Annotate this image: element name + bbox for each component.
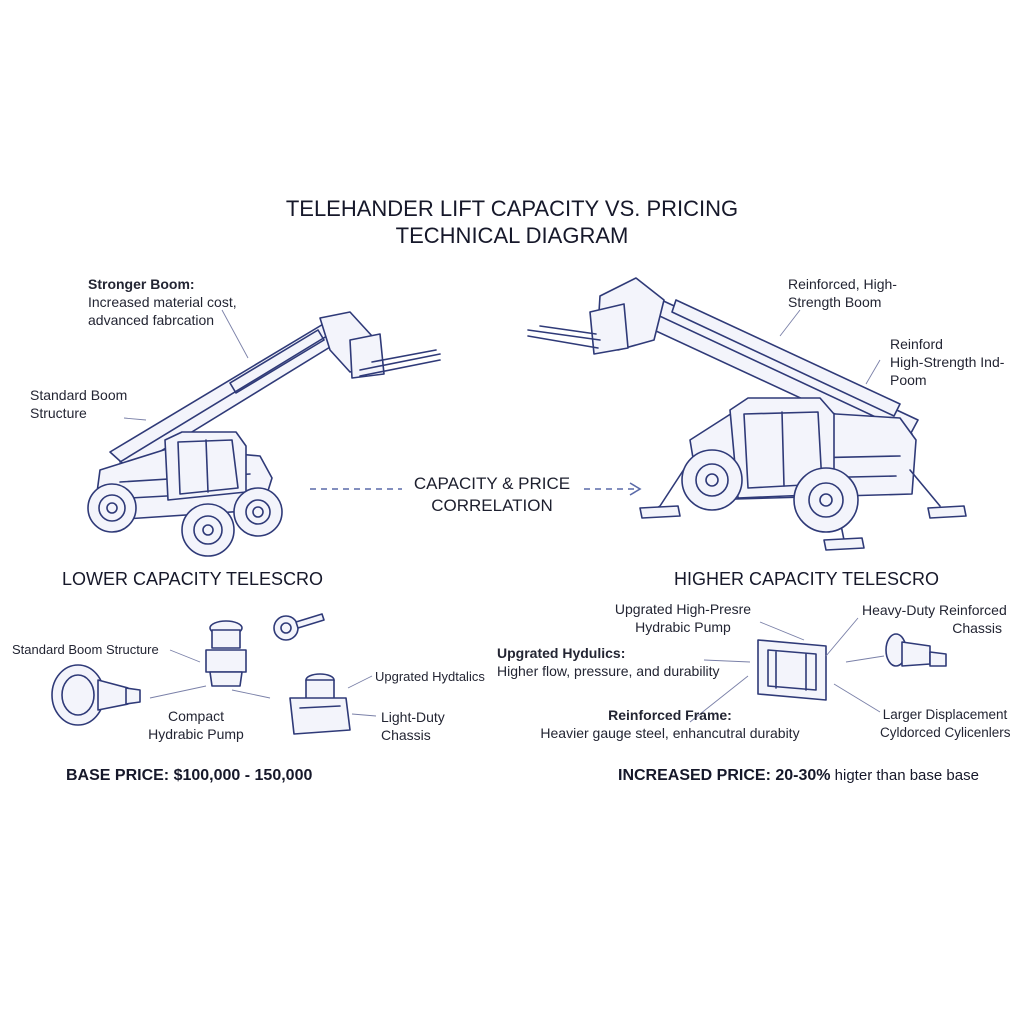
base-price: BASE PRICE: $100,000 - 150,000 xyxy=(66,767,313,784)
increased-price-value: INCREASED PRICE: 20-30% xyxy=(618,767,831,784)
part-label-compact-pump: Compact Hydrabic Pump xyxy=(148,707,244,743)
part-line: Hydrabic Pump xyxy=(635,619,731,635)
callout-line: advanced fabrcation xyxy=(88,312,215,328)
part-label-reinforced-frame: Reinforced Frame: Heavier gauge steel, e… xyxy=(536,706,804,742)
callout-line: Structure xyxy=(30,405,87,421)
diagram-title: TELEHANDER LIFT CAPACITY VS. PRICING TEC… xyxy=(0,195,1024,249)
callout-line: Standard Boom xyxy=(30,387,128,403)
part-label-upgraded-hydraulics: Upgrated Hydulics: Higher flow, pressure… xyxy=(497,644,720,680)
callout-line: Increased material cost, xyxy=(88,294,237,310)
part-line: Higher flow, pressure, and durability xyxy=(497,663,720,679)
part-line: Chassis xyxy=(381,727,431,743)
left-parts xyxy=(51,613,351,735)
correlation-line-2: CORRELATION xyxy=(431,496,553,515)
part-title: Upgrated Hydulics: xyxy=(497,645,626,661)
callout-line: Poom xyxy=(890,372,927,388)
callout-line: Reinforced, High- xyxy=(788,276,897,292)
part-title: Reinforced Frame: xyxy=(608,707,732,723)
part-line: Light-Duty xyxy=(381,709,445,725)
part-label-standard-boom: Standard Boom Structure xyxy=(12,642,159,657)
part-line: Hydrabic Pump xyxy=(148,726,244,742)
part-line: Heavier gauge steel, enhancutral durabit… xyxy=(540,725,800,741)
higher-capacity-heading: HIGHER CAPACITY TELESCRO xyxy=(674,569,940,589)
title-line-1: TELEHANDER LIFT CAPACITY VS. PRICING xyxy=(285,196,739,221)
part-label-hydraulics: Upgrated Hydtalics xyxy=(375,669,485,684)
correlation-line-1: CAPACITY & PRICE xyxy=(413,474,571,493)
callout-title: Stronger Boom: xyxy=(88,276,195,292)
right-parts xyxy=(757,633,947,701)
callout-line: Strength Boom xyxy=(788,294,882,310)
part-line: Upgrated High-Presre xyxy=(614,601,752,617)
part-line: Heavy-Duty Reinforced xyxy=(862,602,1007,618)
part-label-highpressure-pump: Upgrated High-Presre Hydrabic Pump xyxy=(608,600,758,636)
increased-price-note: higter than base base xyxy=(830,767,979,784)
part-line: Larger Displacement xyxy=(882,707,1008,722)
lower-capacity-telehandler xyxy=(87,311,441,557)
reinforced-boom-callout: Reinforced, High- Strength Boom xyxy=(788,275,897,311)
callout-line: High-Strength Ind- xyxy=(890,354,1005,370)
correlation-label: CAPACITY & PRICE CORRELATION xyxy=(404,473,580,517)
stronger-boom-callout: Stronger Boom: Increased material cost, … xyxy=(88,275,237,329)
part-label-heavy-chassis: Heavy-Duty Reinforced Chassis xyxy=(862,601,1007,637)
part-label-chassis: Light-Duty Chassis xyxy=(381,708,445,744)
callout-line: Reinford xyxy=(890,336,943,352)
part-line: Compact xyxy=(167,708,225,724)
reinforced-boom-callout-2: Reinford High-Strength Ind- Poom xyxy=(890,335,1004,389)
lower-capacity-heading: LOWER CAPACITY TELESCRO xyxy=(62,569,324,589)
part-label-cylinders: Larger Displacement Cyldorced Cylicenler… xyxy=(880,706,1011,742)
standard-boom-callout: Standard Boom Structure xyxy=(30,386,127,422)
title-line-2: TECHNICAL DIAGRAM xyxy=(395,223,629,248)
higher-capacity-telehandler xyxy=(527,277,967,551)
part-line: Cyldorced Cylicenlers xyxy=(880,725,1011,740)
part-line: Chassis xyxy=(952,620,1002,636)
increased-price: INCREASED PRICE: 20-30% higter than base… xyxy=(618,767,979,785)
